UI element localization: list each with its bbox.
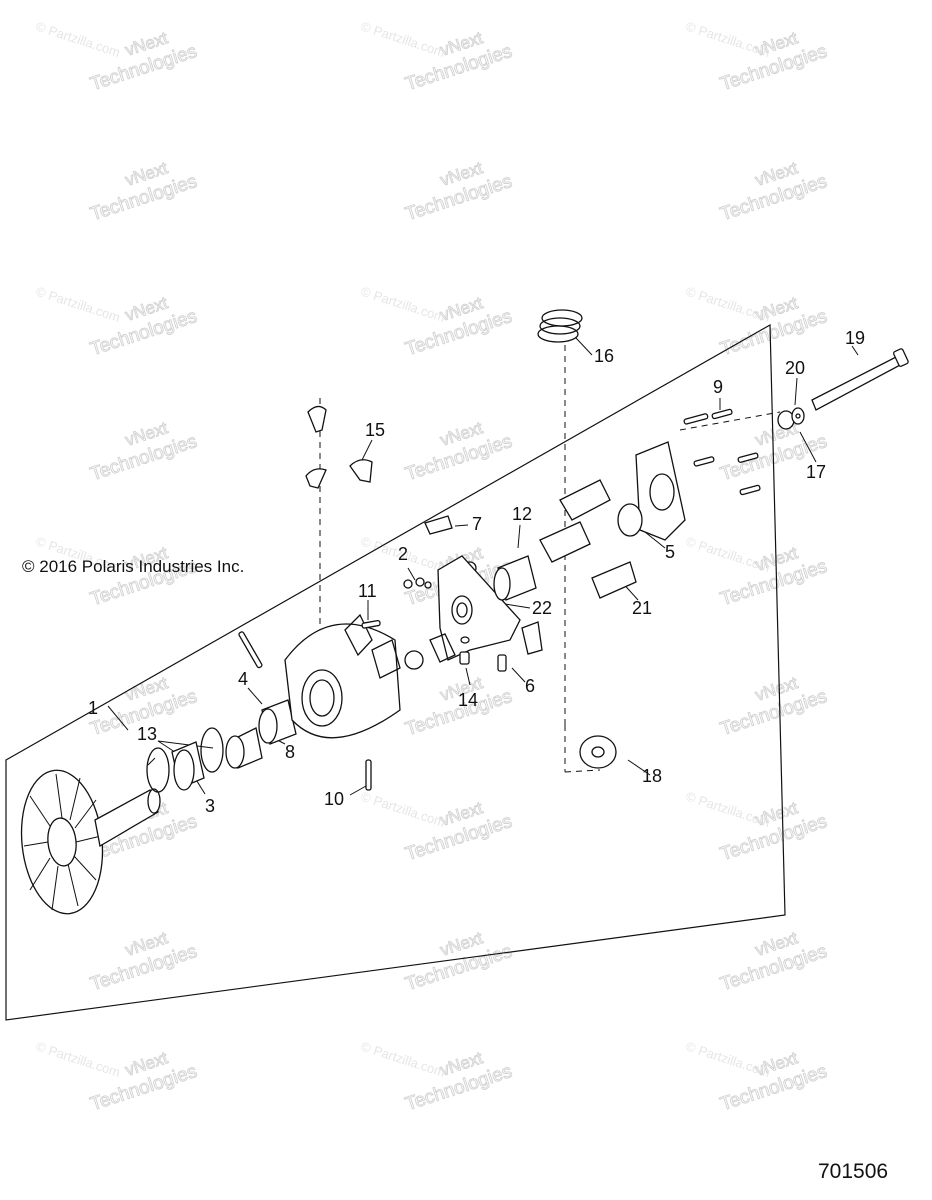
callout-18[interactable]: 18 [642,766,662,786]
watermark-site: © Partzilla.com [359,19,447,60]
bearing-4 [258,699,297,745]
copyright-notice: © 2016 Polaris Industries Inc. [22,557,245,576]
snap-rings [146,727,224,793]
assembly-outline [5,323,786,1021]
watermark-site: © Partzilla.com [359,284,447,325]
pin-10 [238,631,372,791]
pin-11 [361,619,381,629]
watermark-site: © Partzilla.com [359,789,447,830]
washers-17-20 [777,407,805,430]
watermark-site: © Partzilla.com [359,1039,447,1080]
callout-13[interactable]: 13 [137,724,157,744]
spring-16 [537,309,583,343]
moveable-sheave [284,613,401,739]
callout-1[interactable]: 1 [88,698,98,718]
callout-2[interactable]: 2 [398,544,408,564]
button-6 [497,621,543,672]
washers-14 [459,636,470,665]
cover-5 [617,441,686,541]
watermark-site: © Partzilla.com [34,1039,122,1080]
diagram-number: 701506 [818,1160,889,1183]
callout-6[interactable]: 6 [525,676,535,696]
spider-22 [429,555,521,663]
callout-3[interactable]: 3 [205,796,215,816]
bushing-3 [171,741,205,791]
callout-20[interactable]: 20 [785,358,805,378]
callout-21[interactable]: 21 [632,598,652,618]
bolt-19 [811,348,909,411]
callout-16[interactable]: 16 [594,346,614,366]
callout-22[interactable]: 22 [532,598,552,618]
roller-7 [424,515,453,535]
callout-12[interactable]: 12 [512,504,532,524]
watermark-site: © Partzilla.com [34,284,122,325]
callout-10[interactable]: 10 [324,789,344,809]
callout-5[interactable]: 5 [665,542,675,562]
callout-19[interactable]: 19 [845,328,865,348]
shoes-21 [539,479,637,599]
callout-15[interactable]: 15 [365,420,385,440]
watermark-site: © Partzilla.com [34,19,122,60]
callout-9[interactable]: 9 [713,377,723,397]
bolts-9 [683,408,761,496]
callout-labels: 1 2 3 4 5 6 7 8 9 10 11 12 13 14 15 16 1… [88,328,865,816]
callout-8[interactable]: 8 [285,742,295,762]
washer-18 [579,735,617,769]
callout-7[interactable]: 7 [472,514,482,534]
bushing-12 [493,555,537,601]
weights-15 [305,405,373,489]
part-drawings [20,309,909,915]
callout-11[interactable]: 11 [358,581,377,601]
callout-4[interactable]: 4 [238,669,248,689]
callout-14[interactable]: 14 [458,690,478,710]
fixed-sheave [20,769,161,915]
callout-17[interactable]: 17 [806,462,826,482]
bushing-8 [225,727,263,769]
